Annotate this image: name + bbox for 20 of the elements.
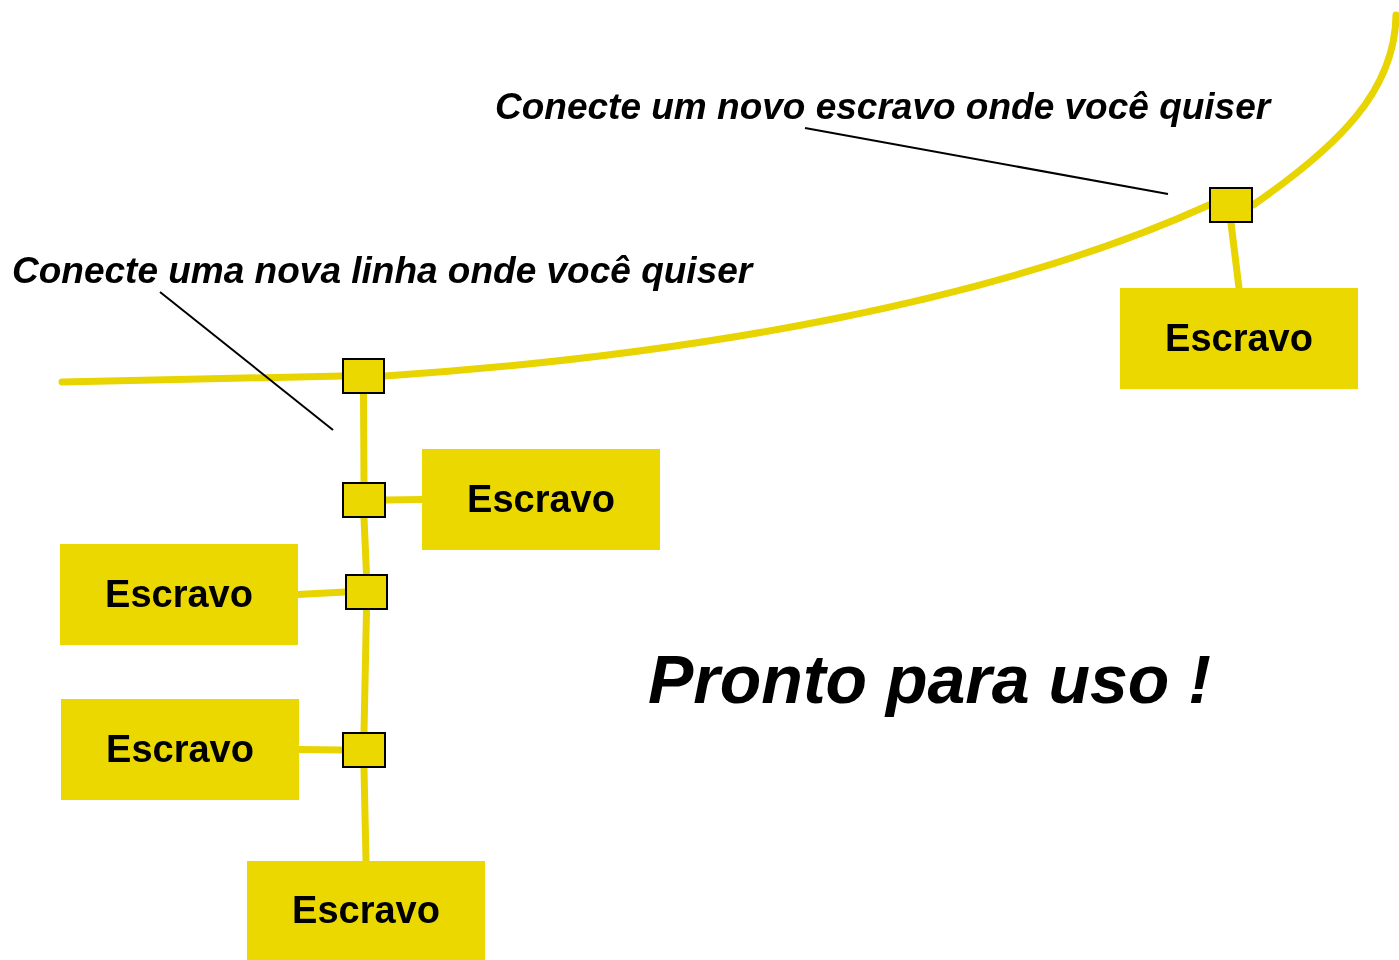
callout-text: Conecte uma nova linha onde você quiser bbox=[12, 250, 753, 292]
slave-box bbox=[247, 861, 485, 960]
box-label: Escravo bbox=[106, 728, 254, 771]
connector-square bbox=[345, 574, 388, 610]
slave-box bbox=[61, 699, 299, 800]
callout-text: Conecte um novo escravo onde você quiser bbox=[495, 86, 1271, 128]
connector-square bbox=[1209, 187, 1253, 223]
connector-square bbox=[342, 482, 386, 518]
slave-box bbox=[60, 544, 298, 645]
connector-square bbox=[342, 732, 386, 768]
slave-box bbox=[1120, 288, 1358, 389]
box-label: Escravo bbox=[105, 573, 253, 616]
headline-text: Pronto para uso ! bbox=[648, 640, 1211, 718]
box-label: Escravo bbox=[1165, 317, 1313, 360]
leader-line bbox=[804, 127, 1169, 195]
connector-square bbox=[342, 358, 385, 394]
box-label: Escravo bbox=[467, 478, 615, 521]
leader-line bbox=[159, 291, 334, 431]
slave-box bbox=[422, 449, 660, 550]
box-label: Escravo bbox=[292, 889, 440, 932]
